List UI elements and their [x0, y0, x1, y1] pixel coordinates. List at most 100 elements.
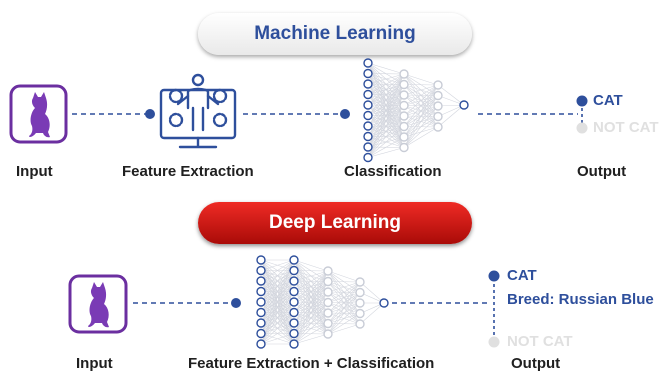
ml-classification-network-icon [363, 58, 469, 163]
network-edge [327, 281, 361, 335]
network-edge [367, 73, 405, 116]
network-node [289, 328, 299, 339]
network-edge [403, 84, 439, 138]
network-node [433, 80, 443, 90]
network-edge [367, 105, 405, 158]
machine-learning-title: Machine Learning [198, 13, 472, 55]
network-node [433, 101, 443, 111]
network-edge [260, 259, 295, 313]
network-edge [403, 84, 439, 148]
network-node [323, 308, 333, 318]
network-edge [437, 104, 465, 117]
network-node [363, 58, 373, 68]
network-edge [293, 333, 329, 345]
network-edge [260, 259, 295, 303]
ml-output-notcat-dot [576, 122, 588, 134]
dl-input-cat-icon [68, 274, 128, 334]
network-node [355, 287, 365, 298]
network-edge [327, 281, 361, 324]
network-node [256, 339, 266, 349]
network-edge [327, 281, 361, 283]
network-edge [293, 270, 329, 282]
network-node [355, 319, 365, 329]
network-node [323, 276, 333, 287]
network-node [289, 255, 299, 265]
dl-output-cat: CAT [507, 267, 537, 284]
network-edge [260, 259, 295, 292]
network-edge [293, 323, 329, 345]
ml-feature-extraction-label: Feature Extraction [122, 163, 254, 180]
network-edge [403, 105, 439, 148]
network-node [399, 69, 409, 79]
network-edge [359, 302, 385, 325]
network-edge [293, 270, 329, 272]
dl-output-not-cat: NOT CAT [507, 333, 573, 350]
network-edge [293, 270, 329, 292]
network-node [355, 277, 365, 287]
network-node [323, 266, 333, 276]
deep-learning-title: Deep Learning [198, 202, 472, 244]
ml-input-cat-icon [9, 84, 68, 144]
network-node [289, 265, 299, 276]
network-node [256, 297, 266, 307]
network-edge [327, 270, 361, 283]
network-node [399, 132, 409, 142]
network-node [363, 131, 373, 142]
network-node [459, 100, 469, 110]
ml-connector-dot-2 [340, 109, 350, 119]
dl-output-label: Output [511, 355, 561, 372]
network-node [323, 318, 333, 329]
dl-connector-dot-1 [231, 298, 241, 308]
network-node [363, 110, 373, 121]
network-edge [293, 302, 329, 345]
network-node [256, 255, 266, 265]
network-edge [327, 323, 361, 335]
network-edge [260, 333, 295, 345]
network-node [399, 79, 409, 90]
network-node [399, 121, 409, 132]
network-edge [327, 313, 361, 335]
network-edge [367, 84, 405, 158]
network-node [363, 152, 373, 163]
network-node [363, 100, 373, 110]
network-edge [367, 73, 405, 137]
ml-classification-label: Classification [344, 163, 442, 180]
network-edge [367, 73, 405, 127]
ml-connector-dot-1 [145, 109, 155, 119]
network-edge [293, 270, 329, 313]
network-edge [327, 281, 361, 303]
network-edge [260, 291, 295, 345]
network-edge [437, 84, 465, 106]
network-node [289, 297, 299, 307]
feature-extraction-icon [159, 73, 237, 149]
ml-output-label: Output [577, 163, 627, 180]
network-node [256, 328, 266, 339]
dl-output-breed: Breed: Russian Blue [507, 291, 654, 308]
network-edge [359, 281, 385, 304]
network-edge [260, 259, 295, 345]
network-edge [367, 73, 405, 158]
network-edge [293, 312, 329, 345]
network-edge [293, 281, 329, 345]
network-edge [367, 94, 405, 158]
network-node [363, 121, 373, 131]
network-edge [260, 322, 295, 345]
network-node [289, 339, 299, 349]
network-edge [403, 84, 439, 127]
network-node [399, 90, 409, 100]
network-edge [367, 73, 405, 85]
network-edge [293, 270, 329, 324]
network-edge [293, 259, 329, 272]
dl-output-cat-dot [488, 270, 500, 282]
network-edge [293, 270, 329, 303]
network-edge [260, 259, 295, 271]
network-edge [293, 270, 329, 345]
network-edge [367, 62, 405, 75]
ml-output-cat-dot [576, 95, 588, 107]
network-edge [260, 259, 295, 334]
network-edge [260, 270, 295, 345]
network-edge [403, 73, 439, 86]
network-edge [367, 126, 405, 158]
network-edge [367, 73, 405, 95]
network-edge [293, 270, 329, 334]
